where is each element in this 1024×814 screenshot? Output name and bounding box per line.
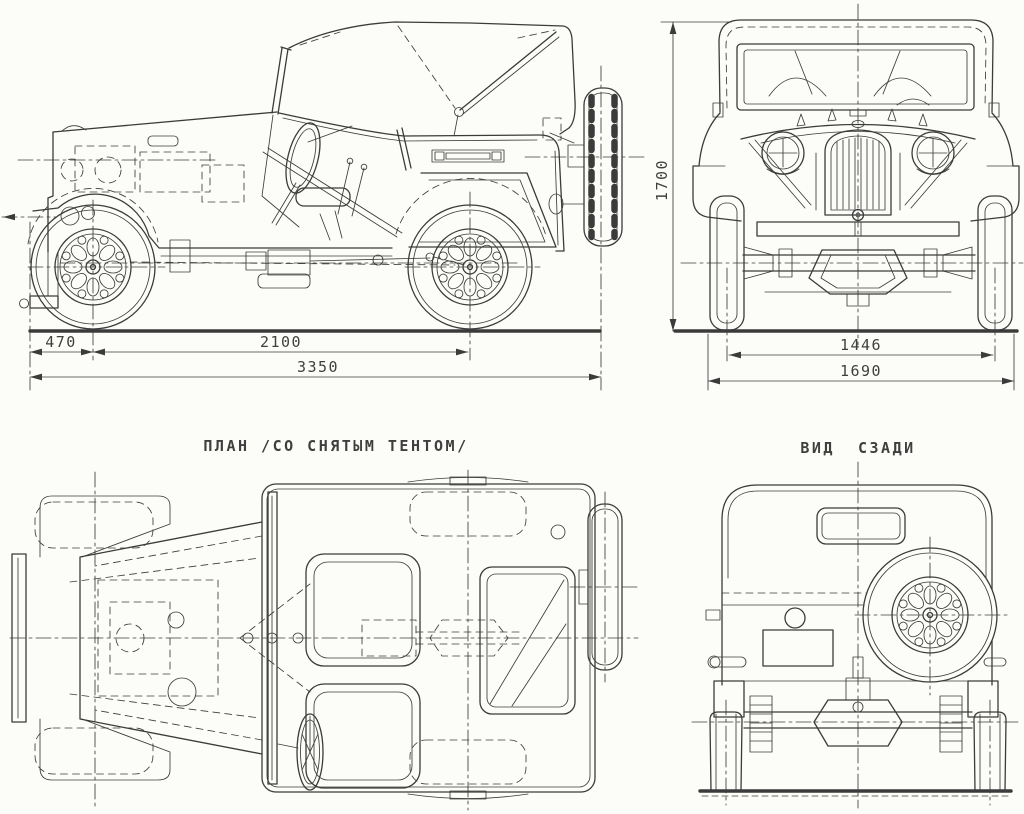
leaf-spring-right: [939, 695, 963, 753]
body-outline: [19, 46, 565, 309]
dimension-overall-height: 1700: [653, 21, 732, 332]
cockpit: [277, 553, 576, 791]
interior: [271, 122, 412, 226]
canvas-top-front: [712, 19, 1000, 118]
dim-1700: 1700: [653, 159, 671, 201]
grille-panel: [740, 108, 976, 222]
rear-right-tire: [973, 711, 1007, 792]
headlight-right: [911, 131, 955, 175]
rear-lamp: [784, 607, 806, 629]
dim-3350: 3350: [297, 358, 339, 376]
rear-view-drawing: [691, 461, 1019, 809]
passenger-seat: [305, 553, 421, 667]
front-axle: [742, 246, 976, 307]
center-lines: [691, 461, 1019, 809]
rear-wheel-arch: [395, 177, 547, 237]
license-plate: [762, 629, 834, 667]
leaf-spring-left: [749, 695, 773, 753]
fenders-bumper: [692, 112, 1020, 237]
center-lines: [680, 3, 1024, 363]
front-wheel-arch: [27, 187, 159, 245]
spare-wheel-rear: [854, 536, 1011, 696]
dim-1690: 1690: [840, 362, 882, 380]
left-arrow: [3, 213, 15, 221]
side-view-drawing: 470 2100 3350: [1, 21, 646, 391]
rear-view-label: ВИД СЗАДИ: [800, 439, 916, 457]
headlight-left: [761, 131, 805, 175]
dimension-overall-width: 1690: [707, 333, 1015, 391]
spare-tire-plan: [578, 491, 623, 683]
dimension-front-overhang: 470: [29, 333, 94, 356]
rear-bench: [479, 566, 576, 715]
ground-line: [698, 789, 1013, 797]
hood-front: [11, 491, 278, 785]
dimension-overall-length: 3350: [29, 358, 602, 381]
center-lines: [9, 469, 639, 811]
dim-1446: 1446: [840, 336, 882, 354]
plan-view-drawing: [9, 469, 639, 811]
dim-2100: 2100: [260, 333, 302, 351]
engine-chassis-hidden: [60, 135, 469, 289]
plan-view-label: ПЛАН /СО СНЯТЫМ ТЕНТОМ/: [203, 437, 469, 455]
canvas-top: [288, 21, 576, 144]
rear-axle-hidden: [361, 491, 527, 785]
spare-tire: [548, 87, 623, 247]
driver-seat: [305, 683, 421, 789]
rear-left-tire: [709, 711, 743, 792]
front-view-drawing: 1700 1446 1690: [653, 3, 1024, 391]
dimension-wheelbase: 2100: [92, 333, 469, 356]
dimension-track: 1446: [728, 336, 994, 359]
dim-470: 470: [45, 333, 77, 351]
engine-hidden: [69, 557, 311, 719]
rear-chassis: [709, 656, 1007, 792]
